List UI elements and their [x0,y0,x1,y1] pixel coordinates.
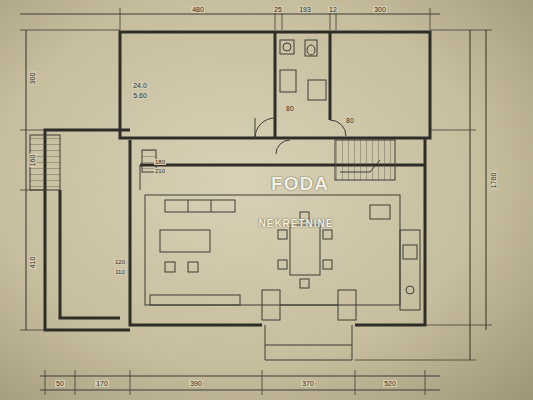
dimension-label: 520 [383,380,397,387]
dimension-label: 210 [154,168,166,174]
dimension-label: 390 [189,380,203,387]
dimension-label: 480 [191,6,205,13]
dimension-label: 50 [55,380,65,387]
dimension-label: 80 [285,105,295,112]
dimension-label: 300 [30,71,37,85]
dimension-label: 12 [328,6,338,13]
dimension-label: 80 [345,117,355,124]
watermark: FODA [270,174,330,193]
dimension-label: 5.60 [132,92,148,99]
dimension-label: 110 [114,269,126,275]
dimension-label: 180 [154,159,166,165]
dimension-label: 120 [114,259,126,265]
dimension-label: 24.0 [132,82,148,89]
dimension-label: 370 [301,380,315,387]
dimension-label: 160 [30,153,37,167]
dimension-label: 410 [30,255,37,269]
dimension-label: 1760 [490,171,497,189]
dimension-label: 170 [95,380,109,387]
dimension-label: 300 [373,6,387,13]
dimension-label: 193 [298,6,312,13]
dimension-label: 25 [273,6,283,13]
watermark: NEKRETNINE [257,219,334,229]
